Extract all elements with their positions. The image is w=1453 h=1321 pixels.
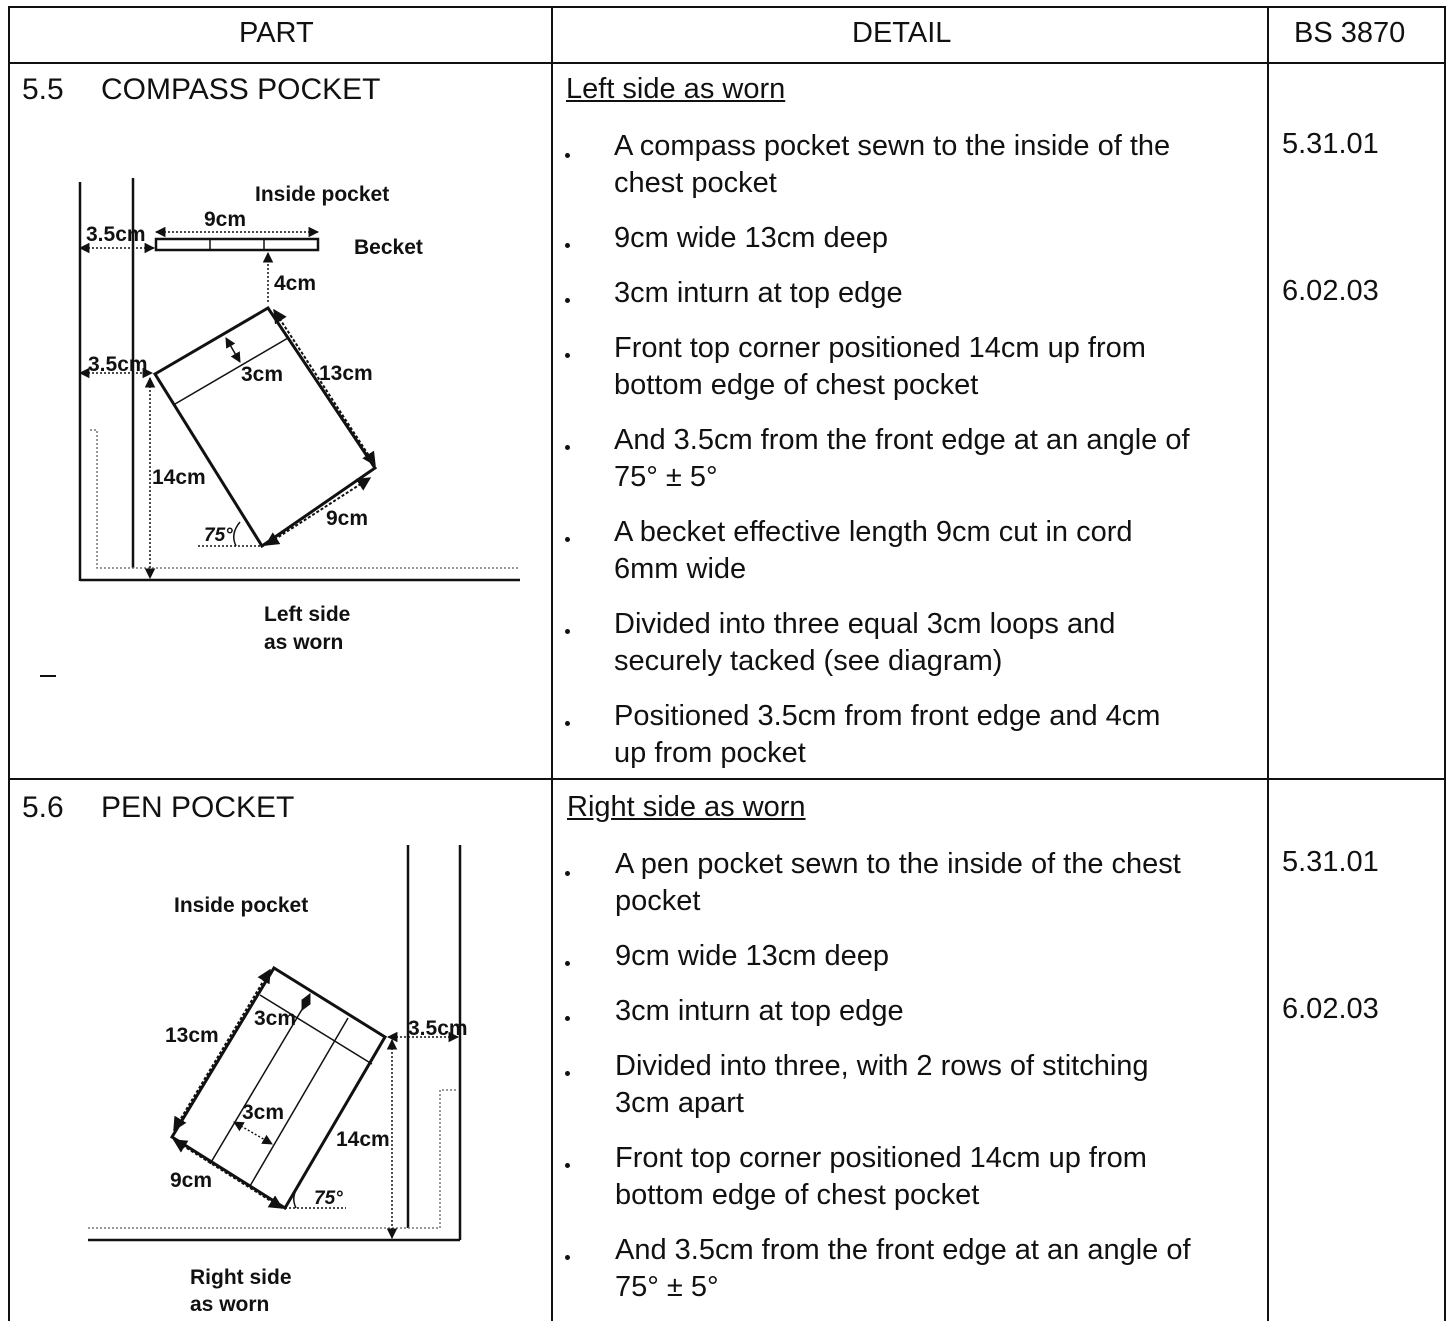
table-border-row — [8, 778, 1446, 780]
label-angle: 75° — [204, 525, 233, 546]
label-3-5cm: 3.5cm — [408, 1017, 468, 1040]
bullet — [565, 871, 575, 881]
table-border-top — [8, 6, 1446, 8]
bullet — [565, 1163, 575, 1173]
label-3cm: 3cm — [241, 363, 283, 386]
bullet — [565, 1071, 575, 1081]
header-detail: DETAIL — [852, 17, 952, 49]
bullet — [565, 243, 575, 253]
bs-reference: 6.02.03 — [1282, 993, 1379, 1025]
header-part: PART — [239, 17, 314, 49]
bullet — [565, 153, 575, 163]
caption-line1: Left side — [264, 603, 350, 626]
bullet — [565, 961, 575, 971]
caption-line1: Right side — [190, 1266, 292, 1289]
label-3cm-mid: 3cm — [242, 1101, 284, 1124]
detail-item: A pen pocket sewn to the inside of the c… — [615, 848, 1181, 917]
header-bs: BS 3870 — [1294, 17, 1406, 49]
label-becket: Becket — [354, 236, 423, 259]
label-13cm: 13cm — [319, 362, 373, 385]
label-9cm-top: 9cm — [204, 208, 246, 231]
table-border-right — [1444, 6, 1446, 1321]
caption-line2: as worn — [190, 1293, 269, 1316]
label-9cm: 9cm — [170, 1169, 212, 1192]
detail-item: And 3.5cm from the front edge at an angl… — [614, 424, 1190, 493]
bullet — [565, 298, 575, 308]
detail-item: Front top corner positioned 14cm up from… — [614, 332, 1146, 401]
detail-item: Front top corner positioned 14cm up from… — [615, 1142, 1147, 1211]
label-14cm: 14cm — [152, 466, 206, 489]
bullet — [565, 353, 575, 363]
bullet — [565, 721, 575, 731]
section-title: PEN POCKET — [101, 791, 295, 824]
detail-item: And 3.5cm from the front edge at an angl… — [615, 1234, 1191, 1303]
detail-item: 9cm wide 13cm deep — [615, 940, 890, 972]
bullet — [565, 537, 575, 547]
bs-reference: 5.31.01 — [1282, 128, 1379, 160]
detail-item: 3cm inturn at top edge — [614, 277, 903, 309]
bullet — [565, 1016, 575, 1026]
label-3-5cm-mid: 3.5cm — [88, 353, 148, 376]
detail-item: 3cm inturn at top edge — [615, 995, 904, 1027]
label-4cm: 4cm — [274, 272, 316, 295]
caption-line2: as worn — [264, 631, 343, 654]
section-number: 5.6 — [22, 791, 64, 824]
detail-item: A compass pocket sewn to the inside of t… — [614, 130, 1171, 199]
label-inside-pocket: Inside pocket — [255, 183, 389, 206]
bs-reference: 6.02.03 — [1282, 275, 1379, 307]
section-number: 5.5 — [22, 73, 64, 106]
detail-item: Positioned 3.5cm from front edge and 4cm… — [614, 700, 1161, 769]
detail-item: 9cm wide 13cm deep — [614, 222, 889, 254]
label-angle: 75° — [314, 1188, 343, 1209]
pen-pocket-diagram: Inside pocket 13cm 3cm 3.5cm 3cm 14cm 9c… — [88, 845, 468, 1316]
label-13cm: 13cm — [165, 1024, 219, 1047]
compass-pocket-diagram: Inside pocket 9cm 3.5cm Becket 4cm 3.5cm… — [40, 178, 520, 677]
table-border-left — [8, 6, 10, 1321]
bullet — [565, 445, 575, 455]
table-border-header — [8, 62, 1446, 64]
label-3cm-top: 3cm — [254, 1007, 296, 1030]
detail-item: Divided into three equal 3cm loops and s… — [614, 608, 1116, 677]
bullet — [565, 629, 575, 639]
label-14cm: 14cm — [336, 1128, 390, 1151]
label-9cm-bottom: 9cm — [326, 507, 368, 530]
table-divider-part — [551, 6, 553, 1321]
section-subheading: Left side as worn — [566, 73, 786, 105]
detail-item: A becket effective length 9cm cut in cor… — [614, 516, 1133, 585]
bs-reference: 5.31.01 — [1282, 846, 1379, 878]
table-divider-detail — [1267, 6, 1269, 1321]
label-3-5cm-top: 3.5cm — [86, 223, 146, 246]
bullet — [565, 1255, 575, 1265]
section-title: COMPASS POCKET — [101, 73, 381, 106]
detail-item: Divided into three, with 2 rows of stitc… — [615, 1050, 1149, 1119]
section-subheading: Right side as worn — [567, 791, 806, 823]
label-inside-pocket: Inside pocket — [174, 894, 308, 917]
